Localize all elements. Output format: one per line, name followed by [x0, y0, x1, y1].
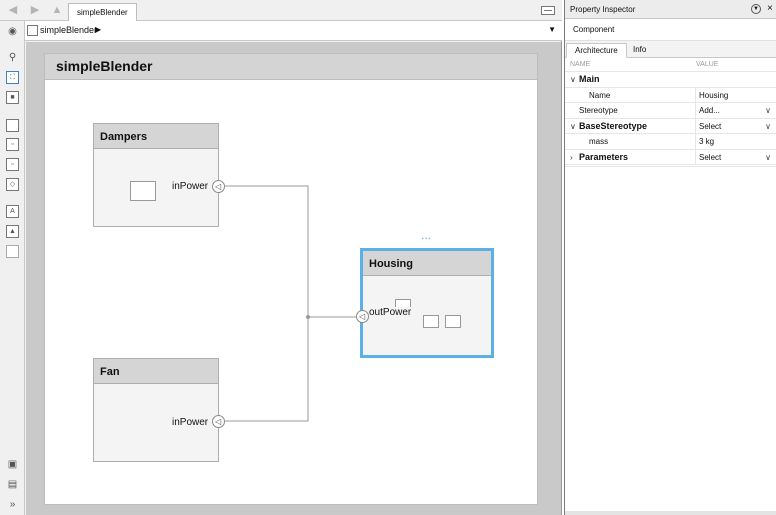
fit-view-icon[interactable]: ⛶ [6, 71, 19, 84]
editor-pane: ◀ ▶ ▲ simpleBlender ◉ ⚲ ⛶ ■ ▫ ▫ ◇ A ▲ ▣ … [0, 0, 562, 515]
component-dampers[interactable]: Dampers inPower [93, 123, 219, 227]
port-housing-outpower[interactable]: ◁ [356, 310, 369, 323]
properties-icon[interactable]: ▤ [7, 479, 18, 490]
port-label: outPower [369, 307, 412, 318]
inspector-tabs: Architecture Info [565, 41, 776, 58]
inspector-title-text: Property Inspector [570, 5, 636, 14]
close-icon[interactable]: × [767, 3, 773, 14]
property-row-name[interactable]: Name Housing [565, 87, 776, 103]
component-title: Dampers [94, 124, 218, 149]
tab-info[interactable]: Info [633, 45, 647, 54]
property-label: Name [589, 90, 611, 100]
toolbar: ◀ ▶ ▲ simpleBlender [0, 0, 562, 21]
chevron-down-icon[interactable]: ∨ [570, 75, 576, 84]
inspector-title: Property Inspector ▼ × [565, 0, 776, 19]
inspector-section: Component [565, 19, 776, 41]
model-title: simpleBlender [45, 54, 537, 80]
stereotype-dropdown[interactable]: Add... [695, 103, 774, 118]
area-icon[interactable] [6, 245, 19, 258]
property-inspector: Property Inspector ▼ × Component Archite… [564, 0, 776, 515]
zoom-100-icon[interactable]: ■ [6, 91, 19, 104]
grid-header: NAME VALUE [565, 58, 776, 72]
forward-arrow-icon[interactable]: ▶ [30, 4, 40, 16]
up-arrow-icon[interactable]: ▲ [51, 4, 63, 16]
component-icon[interactable] [6, 119, 19, 132]
canvas[interactable]: simpleBlender Dampers inPower ◁ Fan inPo… [26, 42, 561, 515]
document-tab[interactable]: simpleBlender [68, 3, 137, 21]
property-label: mass [589, 137, 609, 146]
property-row-stereotype[interactable]: Stereotype Add... [565, 103, 776, 119]
component-housing[interactable]: Housing outPower [360, 248, 494, 358]
column-name: NAME [570, 61, 591, 68]
back-arrow-icon[interactable]: ◀ [8, 4, 18, 16]
screenshot-icon[interactable]: ▣ [7, 459, 18, 470]
image-icon[interactable]: ▲ [6, 225, 19, 238]
breadcrumb-arrow-icon: ▶ [95, 25, 102, 34]
port-label: inPower [172, 181, 209, 192]
model-frame: simpleBlender Dampers inPower ◁ Fan inPo… [44, 53, 538, 505]
chevron-right-icon[interactable]: › [570, 152, 573, 162]
horizontal-scrollbar[interactable] [565, 511, 776, 515]
component-icon [423, 315, 439, 328]
zoom-icon[interactable]: ⚲ [8, 52, 17, 63]
property-label: Parameters [579, 151, 629, 162]
property-row-mass[interactable]: mass 3 kg [565, 134, 776, 150]
property-row-basestereotype[interactable]: ∨ BaseStereotype Select [565, 118, 776, 134]
component-icon [445, 315, 461, 328]
model-icon [27, 25, 38, 36]
connectors [225, 185, 356, 422]
parameters-dropdown[interactable]: Select [695, 149, 774, 165]
expand-icon[interactable]: » [9, 499, 16, 510]
component-icon [130, 181, 156, 201]
reference-component-icon[interactable]: ▫ [6, 158, 19, 171]
hide-browser-icon[interactable]: ◉ [8, 26, 17, 37]
column-value: VALUE [696, 61, 719, 68]
mass-field[interactable]: 3 kg [695, 134, 774, 149]
port-dampers-inpower[interactable]: ◁ [212, 180, 225, 193]
tabs-menu-icon[interactable] [541, 6, 555, 15]
port-label: inPower [172, 417, 209, 428]
left-toolbar: ◉ ⚲ ⛶ ■ ▫ ▫ ◇ A ▲ ▣ ▤ » [0, 21, 25, 515]
component-title: Fan [94, 359, 218, 384]
component-title: Housing [363, 251, 491, 276]
property-label: BaseStereotype [579, 120, 648, 131]
basestereotype-dropdown[interactable]: Select [695, 118, 774, 134]
port-component-icon[interactable]: ▫ [6, 138, 19, 151]
inspector-empty-area [565, 166, 776, 515]
address-bar[interactable]: simpleBlender ▶ ▼ [25, 21, 562, 41]
property-label: Main [579, 74, 600, 84]
options-icon[interactable]: ▼ [751, 4, 761, 14]
breadcrumb[interactable]: simpleBlender [40, 25, 98, 35]
chevron-down-icon[interactable]: ∨ [570, 121, 576, 131]
name-field[interactable]: Housing [695, 87, 774, 103]
annotation-icon[interactable]: A [6, 205, 19, 218]
property-row-main[interactable]: ∨ Main [565, 72, 776, 88]
port-fan-inpower[interactable]: ◁ [212, 415, 225, 428]
tab-architecture[interactable]: Architecture [566, 43, 627, 58]
variant-component-icon[interactable]: ◇ [6, 178, 19, 191]
property-label: Stereotype [579, 106, 618, 115]
selection-handle[interactable]: ... [421, 228, 432, 242]
component-fan[interactable]: Fan inPower [93, 358, 219, 462]
property-row-parameters[interactable]: › Parameters Select [565, 149, 776, 165]
chevron-down-icon[interactable]: ▼ [548, 25, 556, 34]
